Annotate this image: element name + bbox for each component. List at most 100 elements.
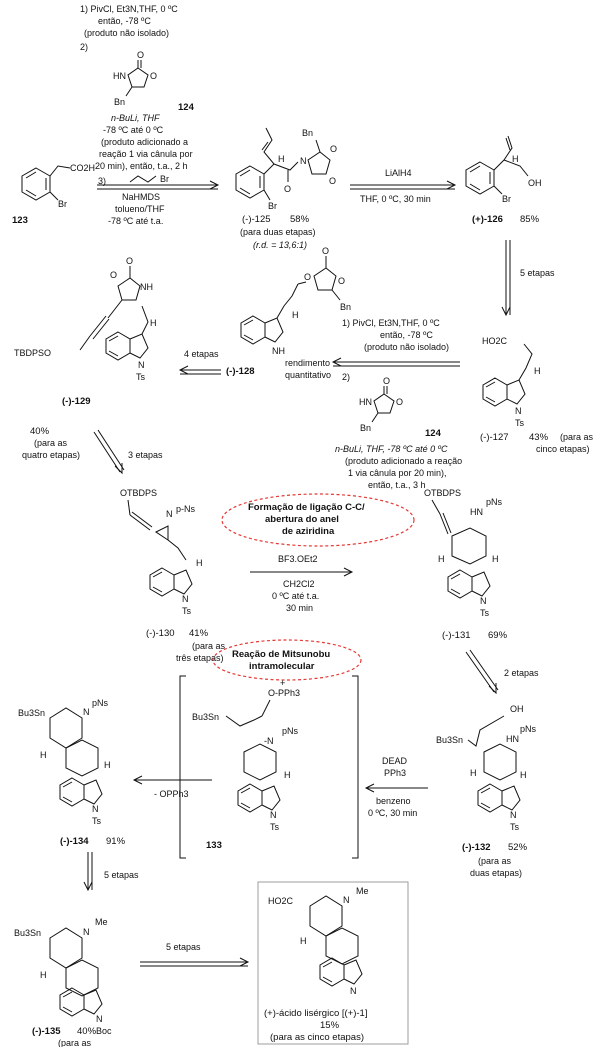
step1-cond-12: tolueno/THF [115, 204, 165, 214]
c127-n: N [515, 406, 522, 416]
c134-n2: N [92, 804, 99, 814]
c128-bn: Bn [340, 302, 351, 312]
c131-ts: Ts [480, 608, 490, 618]
c133-npns: -N [264, 736, 274, 746]
c131-label: (-)-131 [442, 630, 471, 641]
step1-cond-5: n-BuLi, THF [111, 113, 160, 123]
c132-h1: H [470, 768, 477, 778]
a4-reagent-label: 124 [425, 428, 442, 439]
c134-h1: H [40, 750, 47, 760]
c130-note1: (para as [192, 641, 226, 651]
compound-130: OTBDPS N p-Ns N Ts H (-)-130 41% (para a… [120, 488, 226, 663]
compound-125: H O N O O Bn Br (-)-125 58% (para duas e… [235, 127, 337, 250]
c128-ring-o: O [338, 276, 345, 286]
c134-bu3sn: Bu3Sn [18, 708, 45, 718]
c135-h: H [40, 970, 47, 980]
compound-123: CO2H Br 123 [12, 163, 95, 226]
c128-n: O [304, 272, 311, 282]
a4-cond-2: então, -78 ºC [380, 330, 433, 340]
c129-ring-o: O [110, 270, 117, 280]
c132-label: (-)-132 [462, 842, 491, 853]
c135-boc: Boc [96, 1026, 112, 1036]
compound-133: + O-PPh3 Bu3Sn -N pNs N Ts H 133 [179, 675, 359, 859]
a9-reagent1: DEAD [382, 756, 408, 766]
arrow-step6 [93, 431, 121, 473]
c129-ts: Ts [136, 372, 146, 382]
c126-label: (+)-126 [472, 214, 503, 225]
a7-temp: 0 ºC até t.a. [272, 591, 319, 601]
oxaz2-ring-o: O [396, 397, 403, 407]
c129-nh: NH [140, 282, 153, 292]
oxaz-o-atom: O [137, 50, 144, 60]
c133-bu3sn: Bu3Sn [192, 712, 219, 722]
c1-me: Me [356, 886, 369, 896]
c125-ring-o: O [329, 176, 336, 186]
a2-reagent: LiAlH4 [385, 168, 412, 178]
c135-n: N [83, 927, 90, 937]
c134-ts: Ts [92, 816, 102, 826]
c1-n: N [343, 895, 350, 905]
c129-label: (-)-129 [62, 396, 91, 407]
c127-label: (-)-127 [480, 432, 509, 443]
c125-br: Br [268, 201, 277, 211]
c1-note: (para as cinco etapas) [270, 1032, 364, 1043]
reagent-124-structure: O HN O Bn [113, 50, 157, 107]
c134-label: (-)-134 [60, 836, 89, 847]
a9-reagent2: PPh3 [384, 768, 406, 778]
c130-n: N [166, 509, 173, 519]
c126-br: Br [502, 194, 511, 204]
c133-opph3: O-PPh3 [268, 688, 300, 698]
oxaz2-o: O [383, 376, 390, 386]
oxaz-nh-atom: HN [113, 71, 126, 81]
arrow4-conditions: 1) PivCl, Et3N,THF, 0 ºC então, -78 ºC (… [335, 318, 462, 490]
h1-line3: de aziridina [282, 526, 335, 537]
c131-n: N [480, 596, 487, 606]
c133-plus: + [280, 678, 285, 688]
a9-solvent: benzeno [376, 796, 411, 806]
a10-byproduct: - OPPh3 [154, 789, 189, 799]
a7-solvent: CH2Cl2 [283, 579, 315, 589]
highlight-cc-bond: Formação de ligação C-C/ abertura do ane… [221, 493, 415, 547]
c126-h: H [512, 154, 519, 164]
a4-cond-5: n-BuLi, THF, -78 ºC até 0 ºC [335, 444, 448, 454]
c123-br: Br [58, 199, 67, 209]
oxaz-ring-o-atom: O [150, 71, 157, 81]
c1-hn: N [350, 986, 357, 996]
c126-yield: 85% [520, 214, 540, 225]
compound-lysergic-acid: HO2C N Me N H (+)-ácido lisérgico [(+)-1… [257, 881, 409, 1045]
compound-134: Bu3Sn N pNs N Ts H H (-)-134 91% [18, 698, 126, 847]
a4-cond-8: então, t.a., 3 h [368, 480, 426, 490]
step1-cond-9: 20 min), então, t.a., 2 h [95, 161, 188, 171]
c1-yield: 15% [320, 1020, 340, 1031]
c130-yield: 41% [189, 628, 209, 639]
a4-cond-7: 1 via cânula por 20 min), [348, 468, 447, 478]
c131-otbdps: OTBDPS [424, 488, 461, 498]
c134-yield: 91% [106, 836, 126, 847]
c131-h2: H [492, 554, 499, 564]
step1-cond-6: -78 ºC até 0 ºC [103, 125, 164, 135]
step1-cond-8: reação 1 via cânula por [99, 149, 193, 159]
c130-h: H [196, 558, 203, 568]
h2-line2: intramolecular [249, 661, 315, 672]
step1-cond-13: -78 ºC até t.a. [108, 216, 163, 226]
c132-yield: 52% [508, 842, 528, 853]
arrow-step8 [465, 651, 495, 693]
a7-reagent: BF3.OEt2 [278, 554, 318, 564]
oxaz2-bn: Bn [360, 423, 371, 433]
a4-cond-3: (produto não isolado) [364, 342, 449, 352]
a6-steps: 3 etapas [128, 450, 163, 460]
c135-note1: (para as [58, 1038, 92, 1047]
compound-129: N Ts H O NH O TBDPSO (-)-129 40% (para a… [14, 256, 157, 460]
step1-cond-7: (produto adicionado a [101, 137, 188, 147]
c132-oh: OH [510, 704, 524, 714]
c1-h: H [300, 936, 307, 946]
oxaz2-nh: HN [359, 397, 372, 407]
c128-note2: quantitativo [285, 370, 331, 380]
c128-note1: rendimento [285, 358, 330, 368]
c125-n: N [300, 156, 307, 166]
a9-temp: 0 ºC, 30 min [368, 808, 417, 818]
a4-cond-1: 1) PivCl, Et3N,THF, 0 ºC [342, 318, 440, 328]
step1-cond-2: então, -78 ºC [98, 16, 151, 26]
c134-h2: H [104, 760, 111, 770]
c129-n: N [138, 360, 145, 370]
